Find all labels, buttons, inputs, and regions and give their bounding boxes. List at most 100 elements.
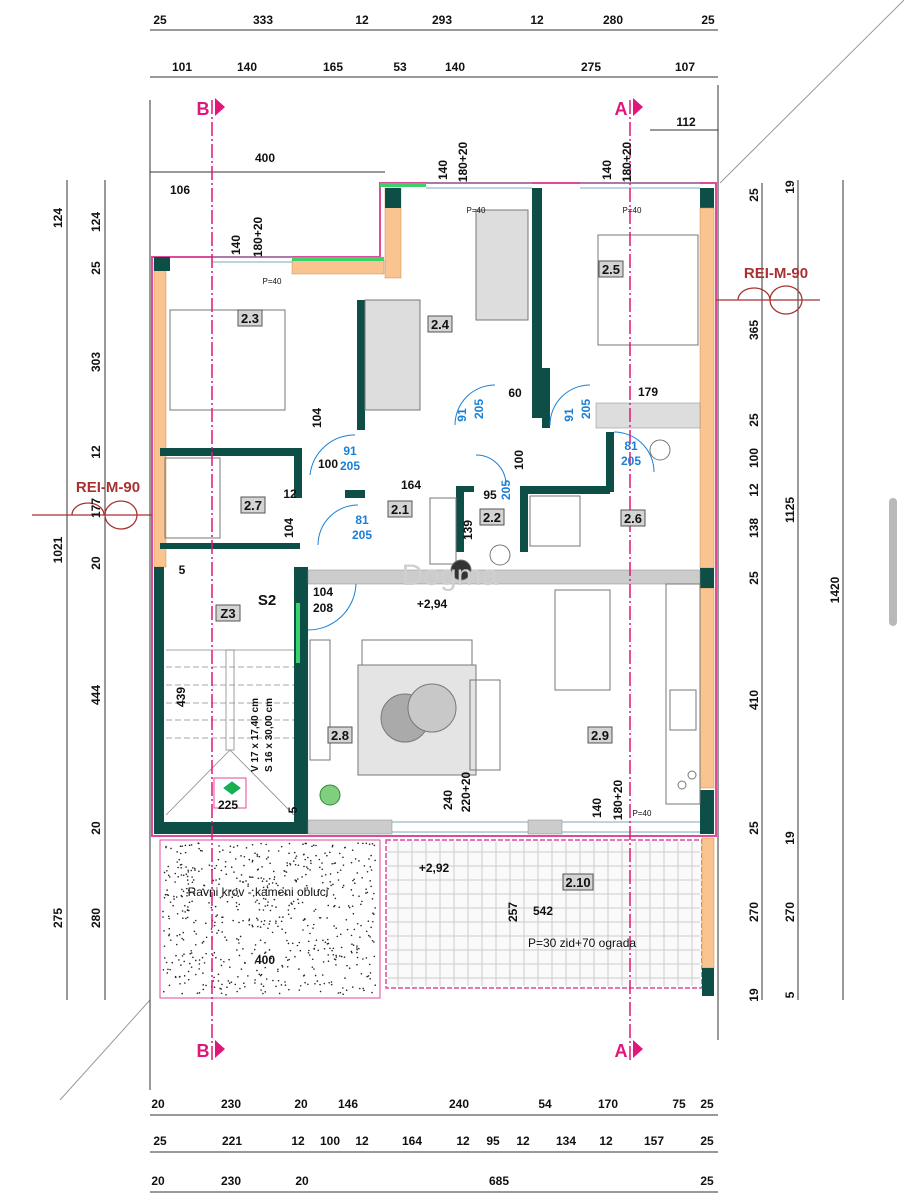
dimension-inner: 5 bbox=[286, 806, 300, 813]
dimension-bottom: 230 bbox=[221, 1174, 241, 1188]
shower-2-7 bbox=[164, 457, 221, 539]
dimension-top: 25 bbox=[153, 13, 167, 27]
dimension-inner: 60 bbox=[508, 386, 522, 400]
dimension-bottom: 20 bbox=[295, 1174, 309, 1188]
dimension-bottom: 95 bbox=[486, 1134, 500, 1148]
section-arrow-icon bbox=[633, 1040, 643, 1058]
dimension-top: 293 bbox=[432, 13, 452, 27]
section-label: B bbox=[197, 1041, 210, 1061]
dimension-top: 333 bbox=[253, 13, 273, 27]
dimension-right: 12 bbox=[747, 483, 761, 497]
windows bbox=[212, 182, 700, 833]
dimension-inner: 100 bbox=[318, 457, 338, 471]
section-arrow-icon bbox=[215, 1040, 225, 1058]
dimension-inner: 104 bbox=[310, 408, 324, 428]
dimension-bottom: 25 bbox=[700, 1174, 714, 1188]
stair-spec: V 17 x 17,40 cm bbox=[250, 698, 261, 772]
shower-2-4 bbox=[364, 299, 421, 411]
room-label-r210: 2.10 bbox=[565, 875, 590, 890]
dimension-bottom: 12 bbox=[291, 1134, 305, 1148]
room-tag bbox=[215, 604, 241, 622]
dimension-inner: 400 bbox=[255, 953, 275, 967]
dimension-right: 1125 bbox=[783, 497, 797, 523]
door-height: 208 bbox=[313, 601, 333, 615]
dimension-inner: 104 bbox=[282, 518, 296, 538]
window-height: 180+20 bbox=[251, 216, 265, 257]
dimension-inner: 542 bbox=[533, 904, 553, 918]
dimension-bottom: 134 bbox=[556, 1134, 576, 1148]
dimension-inner: 439 bbox=[174, 687, 188, 707]
room-tag bbox=[562, 873, 594, 891]
dimension-bottom: 12 bbox=[599, 1134, 613, 1148]
door-width: 91 bbox=[455, 408, 469, 422]
window-sill: P=40 bbox=[623, 206, 642, 215]
door-width: 81 bbox=[624, 439, 638, 453]
dimension-lines bbox=[66, 29, 844, 1193]
door-height: 205 bbox=[352, 528, 372, 542]
dimension-top: 140 bbox=[237, 60, 257, 74]
dimension-left: 20 bbox=[89, 821, 103, 835]
window-width: 140 bbox=[600, 160, 614, 180]
window-height: 220+20 bbox=[459, 771, 473, 812]
tv-unit bbox=[309, 639, 331, 761]
fire-wall-marker-left bbox=[32, 500, 152, 530]
dimension-left: 303 bbox=[89, 352, 103, 372]
watermark: Dogma bbox=[402, 559, 499, 592]
terrace-note: P=30 zid+70 ograda bbox=[528, 936, 636, 950]
scrollbar[interactable] bbox=[889, 498, 897, 626]
window-width: 140 bbox=[436, 160, 450, 180]
walls bbox=[153, 183, 715, 996]
dimension-right: 365 bbox=[747, 320, 761, 340]
dimension-inner: 139 bbox=[461, 520, 475, 540]
dimension-top: 101 bbox=[172, 60, 192, 74]
washing-machine bbox=[489, 544, 511, 566]
section-arrow-icon bbox=[633, 98, 643, 116]
sink bbox=[669, 689, 697, 731]
dimension-bottom: 25 bbox=[153, 1134, 167, 1148]
door-width: 81 bbox=[355, 513, 369, 527]
dimension-top: 275 bbox=[581, 60, 601, 74]
door-height: 205 bbox=[340, 459, 360, 473]
dimension-bottom: 75 bbox=[672, 1097, 686, 1111]
dimension-left: 280 bbox=[89, 908, 103, 928]
level-mark: +2,92 bbox=[419, 861, 450, 875]
dimension-inner: 400 bbox=[255, 151, 275, 165]
window-sill: P=40 bbox=[633, 809, 652, 818]
shower-2-6 bbox=[529, 495, 581, 547]
dimension-right: 410 bbox=[747, 690, 761, 710]
room-tag bbox=[587, 726, 613, 744]
stair-arrow-icon bbox=[223, 781, 241, 795]
dimension-bottom: 54 bbox=[538, 1097, 552, 1111]
bed-2-3 bbox=[169, 309, 286, 411]
dimension-inner: 225 bbox=[218, 798, 238, 812]
dimension-bottom: 12 bbox=[516, 1134, 530, 1148]
roof-note: Ravni krov - kameni obluci bbox=[188, 885, 329, 899]
room-tag bbox=[427, 315, 453, 333]
dimension-bottom: 25 bbox=[700, 1097, 714, 1111]
room-tag bbox=[598, 260, 624, 278]
bed-2-5 bbox=[597, 234, 699, 346]
dimension-top: 25 bbox=[701, 13, 715, 27]
door-height: 205 bbox=[472, 399, 486, 419]
dimension-bottom: 20 bbox=[151, 1174, 165, 1188]
door-swings bbox=[307, 384, 655, 631]
room-label-r22: 2.2 bbox=[483, 510, 501, 525]
window-height: 180+20 bbox=[620, 141, 634, 182]
dimension-left: 177 bbox=[89, 498, 103, 518]
dimension-left: 20 bbox=[89, 556, 103, 570]
dimension-right: 270 bbox=[783, 902, 797, 922]
dimension-inner: 179 bbox=[638, 385, 658, 399]
dimension-left: 25 bbox=[89, 261, 103, 275]
dining-table bbox=[554, 589, 611, 691]
dimension-top: 280 bbox=[603, 13, 623, 27]
dimension-right: 1420 bbox=[828, 576, 842, 603]
dimension-inner: 100 bbox=[512, 450, 526, 470]
dimension-right: 19 bbox=[783, 831, 797, 845]
section-label: B bbox=[197, 99, 210, 119]
dimension-bottom: 685 bbox=[489, 1174, 509, 1188]
room-tag bbox=[327, 726, 353, 744]
window-width: 140 bbox=[229, 235, 243, 255]
room-tag bbox=[479, 508, 505, 526]
dimension-top: 12 bbox=[530, 13, 544, 27]
